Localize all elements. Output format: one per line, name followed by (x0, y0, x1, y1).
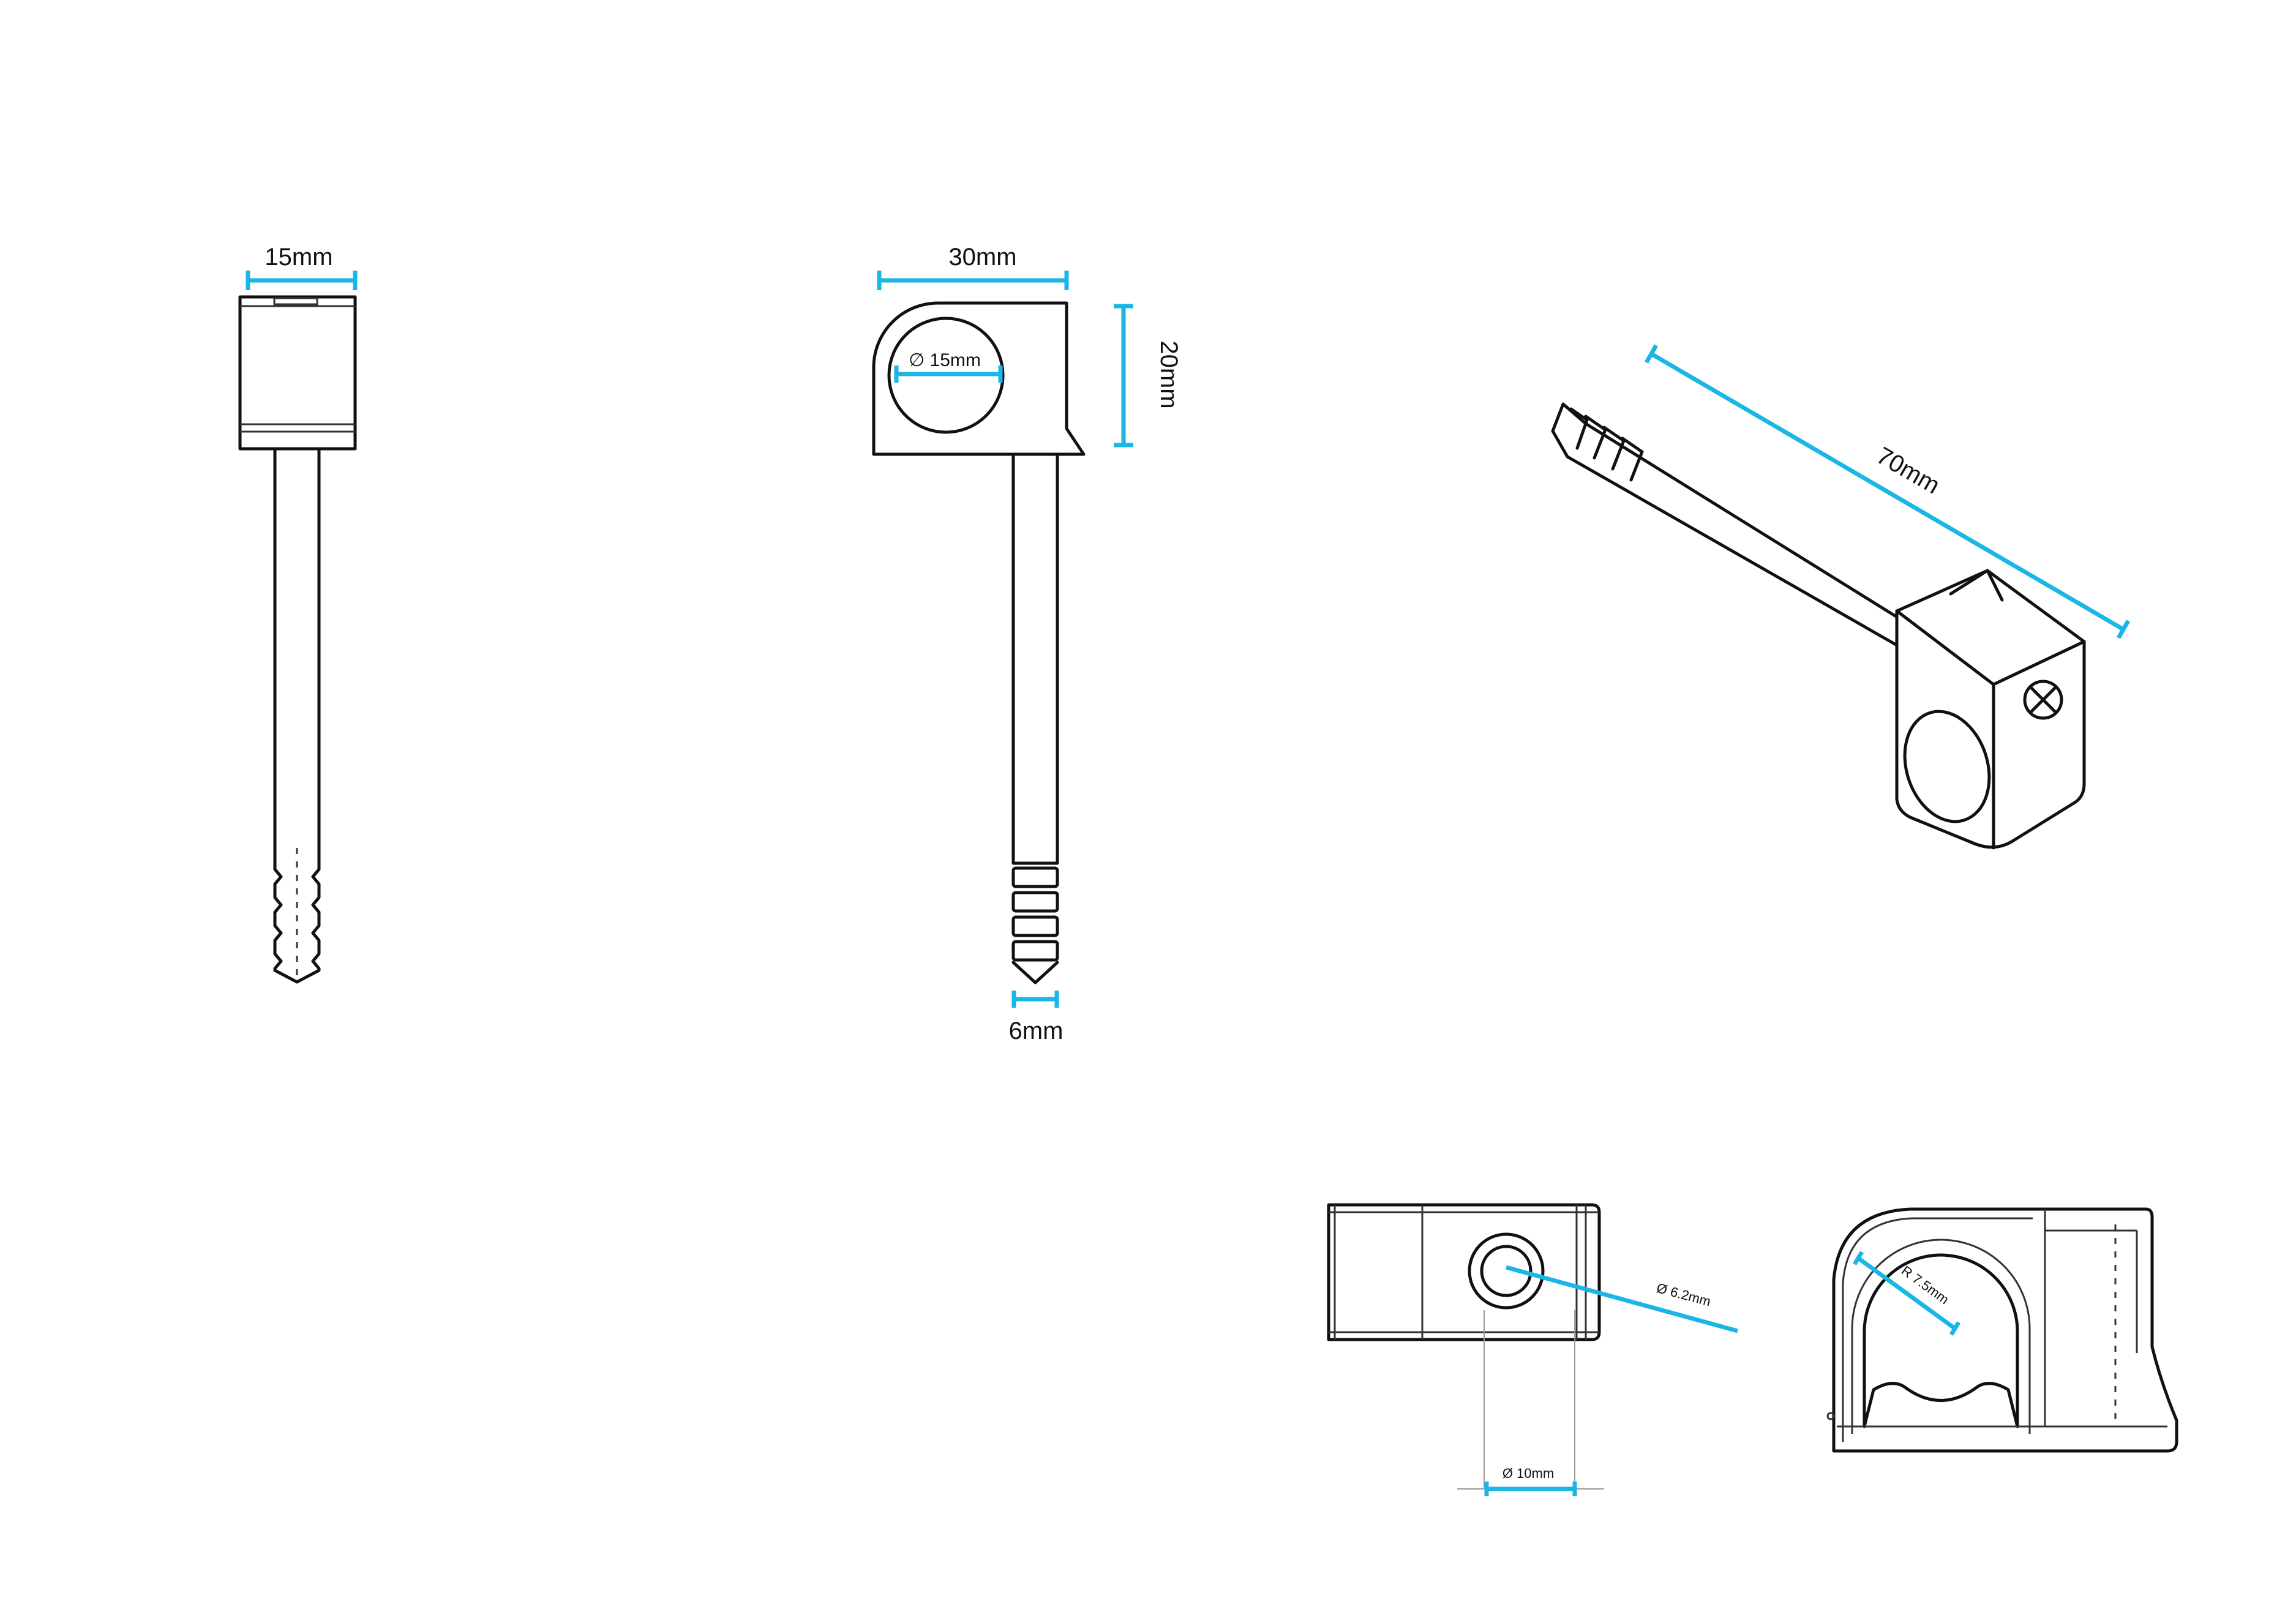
iso-length-dimension (1644, 344, 2131, 639)
side-view: 30mm ∅ 15mm 20mm 6mm (872, 244, 1182, 1044)
side-view-pin (1011, 452, 1059, 984)
side-view-clip-body (872, 301, 1086, 456)
iso-cable-hole (1903, 710, 1991, 823)
side-hole-dimension (894, 365, 1003, 383)
side-width-dimension (877, 271, 1069, 290)
front-view: 15mm (238, 244, 358, 984)
top-view: Ø 6.2mm Ø 10mm (1327, 1203, 1738, 1496)
section-view-body (1832, 1207, 2178, 1453)
iso-block (1895, 569, 2086, 850)
side-view-cable-hole (887, 317, 1005, 434)
top-hole-label: Ø 6.2mm (1655, 1280, 1713, 1310)
side-pin-dimension (1011, 991, 1059, 1008)
side-width-label: 30mm (948, 244, 1016, 271)
top-hole-dimension (1506, 1265, 1738, 1333)
top-view-screw-hole-inner (1480, 1245, 1533, 1297)
front-width-label: 15mm (264, 244, 332, 271)
section-view: R 7.5mm (1826, 1207, 2178, 1453)
top-width-label: Ø 10mm (1503, 1466, 1554, 1481)
front-view-pin (273, 447, 321, 984)
section-view-cable-channel (1863, 1253, 2019, 1428)
iso-screw-head (2023, 680, 2063, 720)
front-view-head (238, 295, 357, 451)
side-hole-label: ∅ 15mm (909, 350, 981, 370)
top-view-body (1327, 1203, 1601, 1341)
side-height-label: 20mm (1155, 340, 1182, 408)
side-height-dimension (1114, 304, 1133, 448)
isometric-view: 70mm (1551, 344, 2131, 850)
section-radius-dimension (1852, 1251, 1961, 1336)
front-width-dimension (246, 271, 358, 290)
side-pin-label: 6mm (1009, 1018, 1064, 1044)
top-view-screw-hole-outer (1468, 1232, 1545, 1310)
top-width-dimension (1484, 1482, 1577, 1496)
iso-pin (1551, 402, 1930, 660)
